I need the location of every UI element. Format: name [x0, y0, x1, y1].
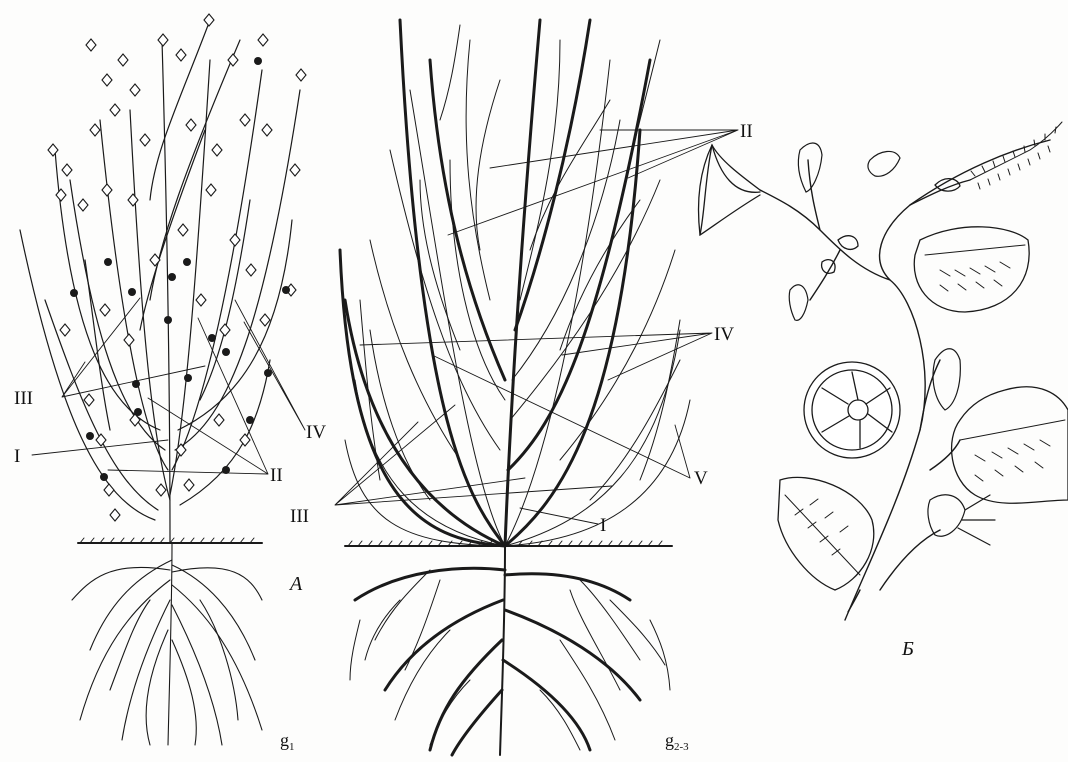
label-II-middle: II [740, 121, 753, 142]
label-V-middle: V [694, 468, 708, 489]
morning-glory-flower-open [804, 362, 900, 458]
plant-g1-fruits [70, 57, 290, 481]
label-group-B: Б [901, 638, 914, 660]
morning-glory-buds [789, 143, 995, 545]
label-III-middle: III [290, 506, 309, 527]
label-I-left: I [14, 446, 20, 467]
plant-g1-roots [72, 543, 262, 745]
plant-g2-3-roots [350, 546, 670, 755]
morning-glory-hairy-tip [970, 122, 1062, 189]
plant-g2-3-shoots-thin [345, 25, 690, 546]
morning-glory-flower-funnel [699, 145, 761, 235]
label-IV-left: IV [306, 422, 326, 443]
stage-label-g2-3: g2-3 [665, 730, 689, 753]
leader-lines [32, 130, 738, 524]
panel-label-B: Б [901, 638, 914, 660]
label-IV-middle: IV [714, 324, 734, 345]
plant-g2-3-shoots-thick [340, 20, 650, 546]
stage-label-g1: g1 [280, 730, 295, 753]
label-III-left: III [14, 388, 33, 409]
label-II-left: II [270, 465, 283, 486]
plant-g1-shoots [20, 20, 300, 543]
panel-label-A: A [288, 573, 303, 595]
label-group-middle: II IV III I V g2-3 [290, 121, 753, 753]
label-I-middle: I [600, 515, 606, 536]
morning-glory-stems [760, 140, 1050, 620]
